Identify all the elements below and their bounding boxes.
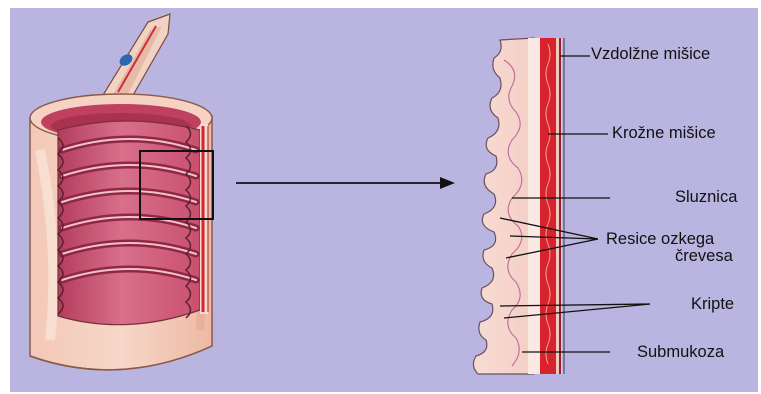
label-submucosa: Submukoza xyxy=(637,344,724,361)
label-circular-muscle: Krožne mišice xyxy=(612,125,716,142)
label-longitudinal-muscle: Vzdolžne mišice xyxy=(591,46,710,63)
arrow xyxy=(236,177,455,189)
intestine-tube xyxy=(30,14,212,370)
label-villi-line2: črevesa xyxy=(675,248,733,265)
wall-cross-section xyxy=(473,38,564,374)
label-mucosa: Sluznica xyxy=(675,189,737,206)
label-crypts: Kripte xyxy=(691,296,734,313)
label-villi-line1: Resice ozkega xyxy=(606,231,714,248)
